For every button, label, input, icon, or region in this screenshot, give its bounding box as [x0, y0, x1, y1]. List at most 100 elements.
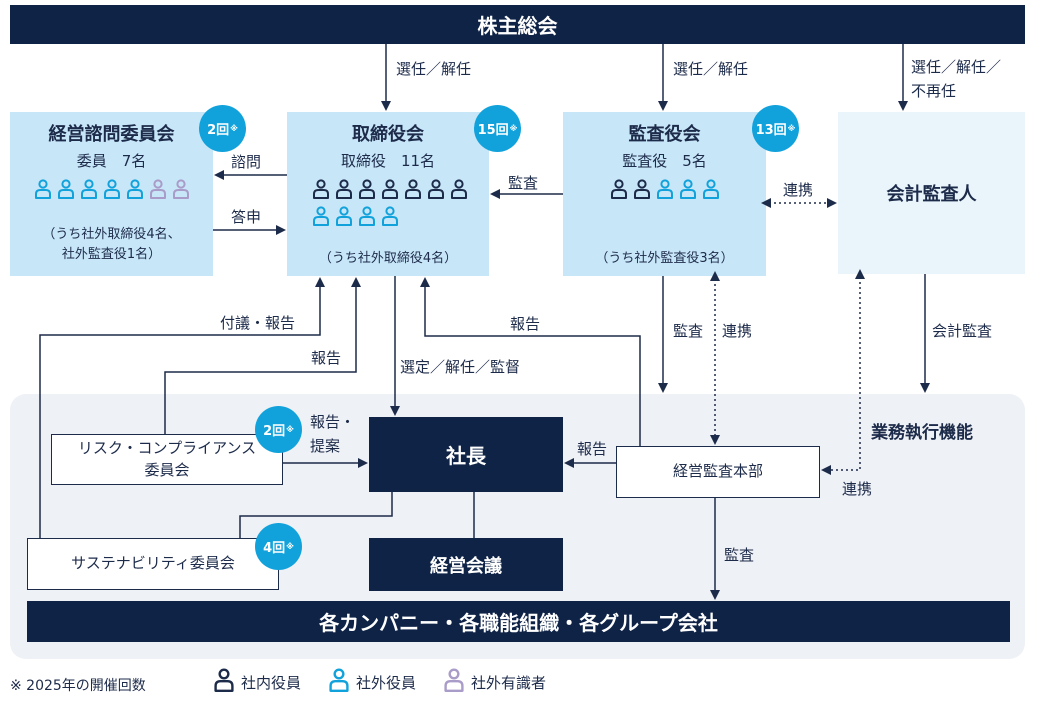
label-consult: 諮問: [231, 153, 262, 171]
legend-outside-label: 社外役員: [356, 673, 417, 692]
audit-board-box: 監査役会 監査役 5名 （うち社外監査役3名）: [563, 112, 766, 276]
advisory-committee-box: 経営諮問委員会 委員 7名 （うち社外取締役4名、 社外監査役1名）: [10, 112, 213, 276]
label-liaison-down: 連携: [722, 322, 753, 340]
sustain-badge-mark: ※: [286, 542, 294, 551]
audit-board-count: 監査役 5名: [622, 152, 707, 170]
person-icon-inside: [633, 179, 651, 203]
person-icon-outside: [103, 179, 121, 203]
line-audit-hq-report: [420, 277, 641, 446]
audit-board-badge-text: 13回: [755, 123, 787, 138]
sustainability-meeting-count-badge: 4回※: [255, 523, 302, 570]
management-meeting-title: 経営会議: [430, 555, 502, 577]
person-icon-inside: [358, 179, 376, 203]
sustainability-committee-title: サステナビリティ委員会: [71, 554, 235, 573]
label-audit-bottom: 監査: [724, 546, 755, 564]
audit-board-member-icons: [563, 179, 766, 203]
label-execution-function: 業務執行機能: [871, 423, 973, 443]
advisory-committee-note-2: 社外監査役1名）: [61, 246, 162, 262]
advisory-member-icons: [10, 179, 213, 203]
sustainability-committee-box: サステナビリティ委員会: [27, 538, 279, 590]
person-icon-outside: [328, 668, 350, 696]
president-box: 社長: [369, 417, 563, 492]
person-icon-inside: [213, 668, 235, 696]
person-icon-inside: [427, 179, 445, 203]
person-icon-inside: [610, 179, 628, 203]
label-submit-report: 付議・報告: [220, 314, 296, 332]
risk-compliance-committee-box: リスク・コンプライアンス 委員会: [51, 434, 283, 485]
label-report-president: 報告: [577, 440, 608, 458]
sustain-badge-text: 4回: [263, 541, 286, 556]
line-liaison-auditor-hq: [821, 269, 865, 475]
person-icon-outside: [312, 206, 330, 230]
advisory-committee-count: 委員 7名: [76, 152, 147, 170]
label-elect-auditor-line-2: 不再任: [911, 82, 957, 100]
label-elect-audit-board: 選任／解任: [673, 60, 749, 78]
advisory-badge-text: 2回: [207, 123, 230, 138]
shareholders-meeting-label: 株主総会: [477, 14, 558, 38]
risk-badge-text: 2回: [263, 424, 286, 439]
management-audit-hq-title: 経営監査本部: [672, 462, 763, 481]
board-badge-text: 15回: [477, 123, 509, 138]
organizations-label: 各カンパニー・各職能組織・各グループ会社: [319, 611, 718, 635]
person-icon-outside: [126, 179, 144, 203]
advisory-badge-mark: ※: [230, 124, 238, 133]
person-icon-inside: [450, 179, 468, 203]
person-icon-inside: [335, 179, 353, 203]
person-icon-outside: [34, 179, 52, 203]
person-icon-outside: [358, 206, 376, 230]
label-audit-down: 監査: [673, 322, 704, 340]
person-icon-outside: [656, 179, 674, 203]
label-liaison-auditor: 連携: [842, 480, 873, 498]
label-accounting-audit: 会計監査: [932, 322, 993, 340]
board-title: 取締役会: [352, 124, 424, 145]
person-icon-expert: [172, 179, 190, 203]
audit-board-note: （うち社外監査役3名）: [595, 250, 734, 266]
label-select-supervise: 選定／解任／監督: [400, 358, 521, 376]
risk-committee-meeting-count-badge: 2回※: [255, 406, 302, 453]
legend-expert: 社外有識者: [443, 668, 546, 696]
person-icon-outside: [381, 206, 399, 230]
label-report-propose: 報告・ 提案: [310, 410, 355, 458]
accounting-auditor-box: 会計監査人: [838, 112, 1025, 274]
management-meeting-box: 経営会議: [369, 538, 563, 591]
person-icon-outside: [57, 179, 75, 203]
legend-inside: 社内役員: [213, 668, 301, 696]
label-elect-auditor: 選任／解任／ 不再任: [911, 55, 1001, 103]
line-submit-report: [39, 277, 325, 538]
person-icon-outside: [679, 179, 697, 203]
board-note: （うち社外取締役4名）: [318, 250, 458, 266]
board-meeting-count-badge: 15回※: [474, 105, 521, 152]
label-elect-auditor-line-1: 選任／解任／: [911, 58, 1002, 76]
person-icon-inside: [404, 179, 422, 203]
label-liaison-top: 連携: [783, 181, 814, 199]
board-of-directors-box: 取締役会 取締役 11名 （うち社外取締役4名）: [287, 112, 489, 276]
label-audit-board: 監査: [508, 174, 539, 192]
legend-inside-label: 社内役員: [241, 673, 302, 692]
shareholders-meeting-bar: 株主総会: [10, 5, 1025, 44]
person-icon-outside: [80, 179, 98, 203]
management-audit-hq-box: 経営監査本部: [616, 446, 820, 498]
person-icon-expert: [443, 668, 465, 696]
risk-committee-line-1: リスク・コンプライアンス: [77, 438, 257, 457]
label-report-back: 答申: [231, 208, 262, 226]
label-audit-hq-report: 報告: [510, 315, 541, 333]
person-icon-inside: [381, 179, 399, 203]
board-badge-mark: ※: [509, 124, 518, 133]
advisory-meeting-count-badge: 2回※: [199, 105, 246, 152]
line-president-sustainability: [239, 492, 393, 538]
person-icon-inside: [312, 179, 330, 203]
legend-outside: 社外役員: [328, 668, 416, 696]
accounting-auditor-title: 会計監査人: [886, 184, 977, 205]
legend-expert-label: 社外有識者: [471, 673, 547, 692]
line-risk-report: [164, 277, 361, 434]
legend-note: ※ 2025年の開催回数: [10, 678, 146, 694]
person-icon-outside: [335, 206, 353, 230]
risk-badge-mark: ※: [286, 425, 294, 434]
advisory-committee-note-1: （うち社外取締役4名、: [42, 227, 181, 242]
board-member-icons: [307, 179, 469, 230]
person-icon-outside: [702, 179, 720, 203]
president-title: 社長: [446, 444, 486, 468]
organizations-bar: 各カンパニー・各職能組織・各グループ会社: [27, 601, 1010, 642]
label-elect-board: 選任／解任: [396, 60, 472, 78]
